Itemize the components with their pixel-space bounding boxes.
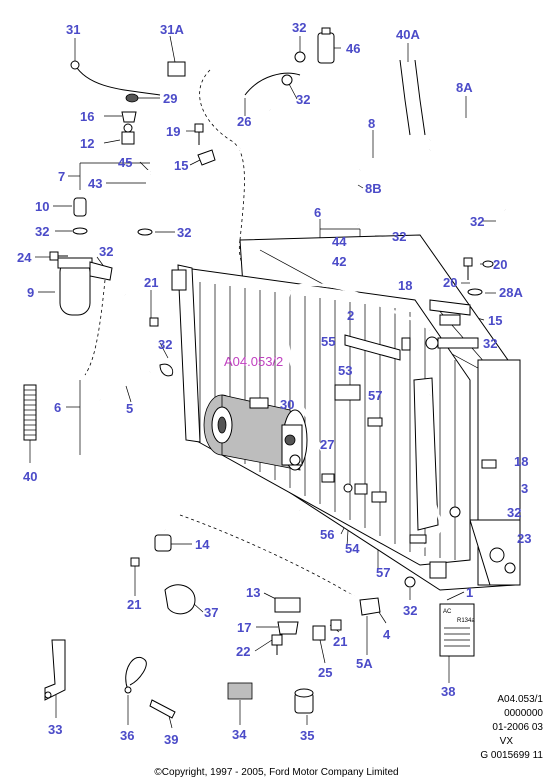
callout-26: 26	[237, 114, 251, 129]
callout-32: 32	[392, 229, 406, 244]
info-line-3: 01-2006 03	[492, 722, 543, 733]
callout-34: 34	[232, 727, 247, 742]
callout-57: 57	[368, 388, 382, 403]
callout-54: 54	[345, 541, 360, 556]
callout-18: 18	[398, 278, 412, 293]
callout-7: 7	[58, 169, 65, 184]
callout-42: 42	[332, 254, 346, 269]
info-line-2: 0000000	[504, 708, 543, 719]
callout-20: 20	[443, 275, 457, 290]
callout-14: 14	[195, 537, 210, 552]
callout-5: 5	[126, 401, 133, 416]
callout-32: 32	[35, 224, 49, 239]
routing-dashes	[84, 69, 361, 601]
callout-57: 57	[376, 565, 390, 580]
callout-45: 45	[118, 155, 132, 170]
callout-8b: 8B	[365, 181, 382, 196]
callout-29: 29	[163, 91, 177, 106]
callout-32: 32	[403, 603, 417, 618]
callout-3: 3	[521, 481, 528, 496]
callout-36: 36	[120, 728, 134, 743]
callout-56: 56	[320, 527, 334, 542]
callout-40: 40	[23, 469, 37, 484]
copyright-notice: ©Copyright, 1997 - 2005, Ford Motor Comp…	[154, 767, 399, 778]
callout-38: 38	[441, 684, 455, 699]
callout-6: 6	[314, 205, 321, 220]
callout-13: 13	[246, 585, 260, 600]
callout-2: 2	[347, 308, 354, 323]
callout-8: 8	[368, 116, 375, 131]
callout-37: 37	[204, 605, 218, 620]
callout-5a: 5A	[356, 656, 373, 671]
callout-8a: 8A	[456, 80, 473, 95]
reference-tag: A04.053/2	[224, 354, 283, 369]
callout-27: 27	[320, 437, 334, 452]
callout-55: 55	[321, 334, 335, 349]
callout-44: 44	[332, 234, 347, 249]
callout-32: 32	[483, 336, 497, 351]
callout-12: 12	[80, 136, 94, 151]
callout-4: 4	[383, 627, 391, 642]
callout-15: 15	[174, 158, 188, 173]
callout-32: 32	[177, 225, 191, 240]
callout-32: 32	[296, 92, 310, 107]
callout-40a: 40A	[396, 27, 420, 42]
callout-15: 15	[488, 313, 502, 328]
label-plate-line1: AC	[443, 609, 452, 615]
callout-9: 9	[27, 285, 34, 300]
callout-32: 32	[158, 337, 172, 352]
callout-32: 32	[470, 214, 484, 229]
callout-10: 10	[35, 199, 49, 214]
callout-21: 21	[144, 275, 158, 290]
label-plate-line2: R134a	[457, 618, 475, 624]
callout-22: 22	[236, 644, 250, 659]
callout-20: 20	[493, 257, 507, 272]
callout-46: 46	[346, 41, 360, 56]
info-block: A04.053/1 0000000 01-2006 03 VX G 001569…	[480, 694, 543, 761]
info-line-4: VX	[499, 736, 513, 747]
callout-17: 17	[237, 620, 251, 635]
callout-32: 32	[99, 244, 113, 259]
callout-35: 35	[300, 728, 314, 743]
info-line-1: A04.053/1	[497, 694, 543, 705]
callout-31: 31	[66, 22, 80, 37]
callout-21: 21	[127, 597, 141, 612]
callout-32: 32	[292, 20, 306, 35]
info-line-5: G 0015699 11	[480, 750, 543, 761]
small-parts: AC R134a	[23, 27, 497, 719]
callout-6: 6	[54, 400, 61, 415]
callout-25: 25	[318, 665, 332, 680]
callout-1: 1	[466, 585, 473, 600]
compressor	[203, 394, 308, 471]
callout-33: 33	[48, 722, 62, 737]
callout-28a: 28A	[499, 285, 523, 300]
callout-16: 16	[80, 109, 94, 124]
callout-30: 30	[280, 397, 294, 412]
callout-23: 23	[517, 531, 531, 546]
callout-19: 19	[166, 124, 180, 139]
callout-18: 18	[514, 454, 528, 469]
callout-24: 24	[17, 250, 32, 265]
callout-21: 21	[333, 634, 347, 649]
callout-31a: 31A	[160, 22, 184, 37]
callout-43: 43	[88, 176, 102, 191]
callout-53: 53	[338, 363, 352, 378]
callout-32: 32	[507, 505, 521, 520]
callout-numbers: 31 31A 32 46 40A 32 29 16 26 19 12 8 8A …	[17, 20, 531, 747]
callout-39: 39	[164, 732, 178, 747]
